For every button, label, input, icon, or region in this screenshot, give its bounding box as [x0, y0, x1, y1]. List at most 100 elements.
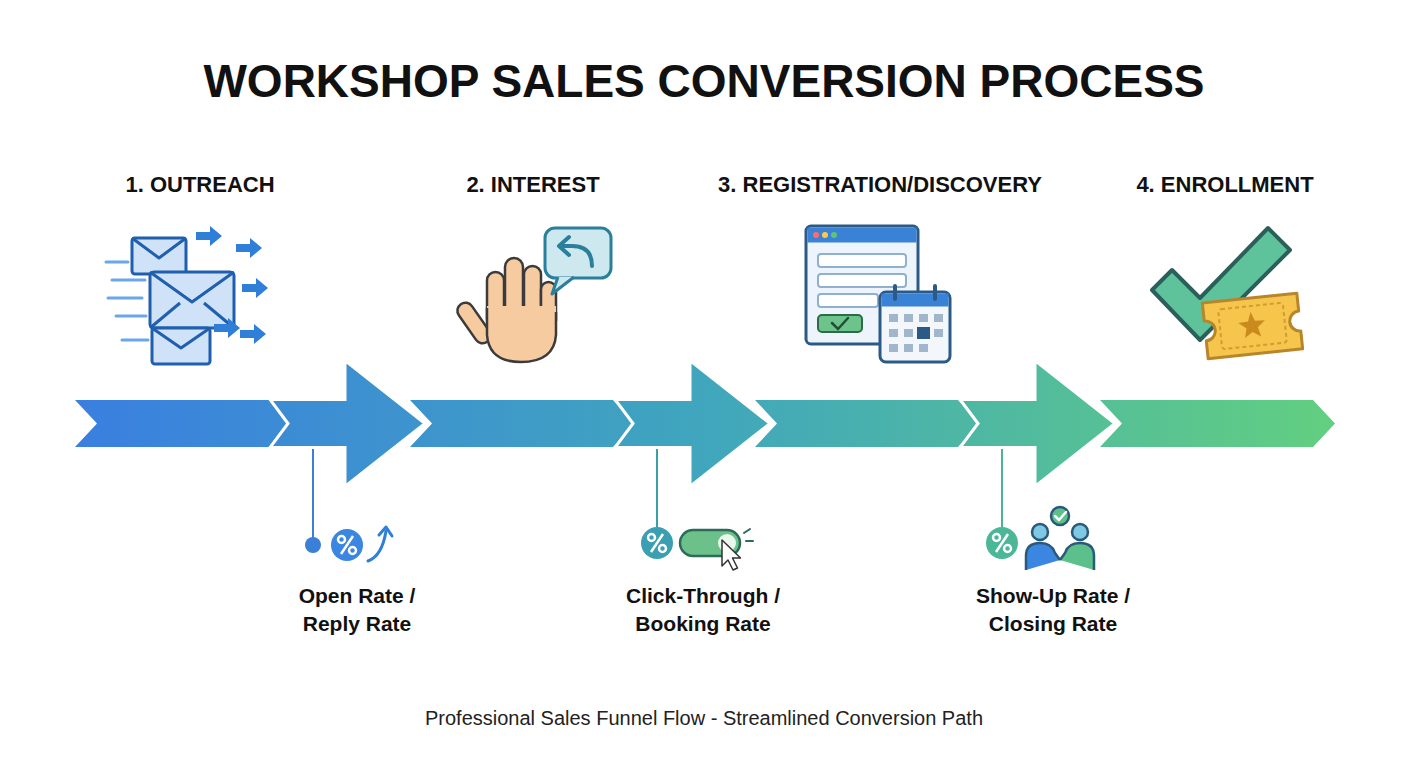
calendar-icon	[933, 286, 937, 299]
form-window	[818, 294, 878, 307]
calendar-icon	[904, 314, 913, 322]
metric-label: Open Rate / Reply Rate	[282, 582, 432, 638]
envelope-icon	[150, 272, 234, 328]
metric-icon	[368, 531, 386, 561]
percent-symbol	[993, 534, 1011, 552]
percent-symbol	[338, 536, 356, 554]
percent-symbol	[996, 534, 1008, 552]
calendar-icon	[904, 344, 913, 352]
handshake-icon	[1026, 543, 1060, 570]
form-window	[813, 232, 819, 238]
handshake-icon	[1032, 524, 1048, 540]
send-arrow	[196, 226, 268, 344]
form-window	[818, 274, 906, 287]
calendar-icon	[889, 314, 898, 322]
calendar-icon	[889, 329, 898, 337]
handshake-icon	[1026, 507, 1094, 570]
calendar-icon	[934, 329, 943, 337]
metric-icon	[305, 507, 1094, 570]
hand-icon	[454, 258, 556, 362]
handshake-icon	[1072, 524, 1088, 540]
envelope-icon	[132, 238, 186, 258]
handshake-icon	[1060, 543, 1094, 570]
flow-arrow	[615, 361, 770, 487]
percent-symbol	[648, 534, 655, 541]
stage-heading: 3. REGISTRATION/DISCOVERY	[718, 172, 1042, 198]
speed-lines	[122, 339, 148, 342]
click-rays	[746, 540, 753, 542]
metric-icon	[331, 529, 363, 561]
percent-symbol	[993, 534, 1000, 541]
enrollment-icon	[1152, 228, 1303, 359]
speed-lines	[106, 261, 128, 264]
calendar-icon	[934, 314, 943, 322]
envelope-icon	[152, 328, 210, 348]
calendar-icon	[880, 292, 950, 362]
form-window	[818, 254, 906, 267]
metric-label: Click-Through / Booking Rate	[608, 582, 799, 638]
stage-heading: 2. INTEREST	[466, 172, 599, 198]
calendar-icon	[904, 329, 913, 337]
leader-line	[312, 447, 314, 540]
leader-line	[313, 447, 1002, 540]
handshake-icon	[1055, 512, 1066, 520]
send-arrow	[214, 318, 240, 338]
flow-arrow	[960, 361, 1115, 487]
registration-icon	[806, 226, 950, 362]
diagram-caption: Professional Sales Funnel Flow - Streaml…	[0, 706, 1408, 730]
speed-lines	[116, 315, 146, 318]
envelope-icon	[150, 272, 234, 302]
percent-symbol	[1004, 545, 1011, 552]
cursor-icon	[722, 540, 741, 570]
percent-symbol	[341, 536, 353, 554]
reply-bubble	[545, 228, 611, 294]
envelope-icon	[132, 238, 234, 364]
percent-symbol	[659, 545, 666, 552]
send-arrow	[196, 226, 222, 246]
reply-bubble	[562, 246, 592, 266]
stage-node: 4. ENROLLMENT	[1115, 165, 1335, 470]
metric-icon	[305, 537, 321, 553]
speed-lines	[108, 297, 142, 300]
send-arrow	[236, 238, 262, 258]
ticket-icon	[1202, 293, 1302, 359]
ticket-icon	[1218, 303, 1287, 350]
arrow-band	[755, 400, 980, 447]
leader-line	[656, 447, 658, 527]
stage-node: 2. INTEREST	[425, 165, 615, 470]
send-arrow	[242, 278, 268, 298]
leader-line	[1001, 447, 1003, 527]
calendar-icon	[919, 344, 928, 352]
stage-node: 1. OUTREACH	[130, 165, 270, 470]
reply-bubble	[545, 228, 611, 278]
percent-symbol	[648, 534, 666, 552]
envelope-icon	[152, 328, 210, 364]
flow-arrow	[270, 361, 425, 487]
calendar-icon	[917, 327, 930, 339]
percent-symbol	[349, 547, 356, 554]
percent-symbol	[651, 534, 663, 552]
percent-symbol	[338, 536, 345, 543]
arrow-band	[410, 400, 635, 447]
calendar-icon	[889, 344, 898, 352]
ticket-icon	[1202, 293, 1302, 359]
arrow-band	[75, 400, 295, 447]
handshake-icon	[1051, 507, 1069, 525]
metric-icon	[986, 527, 1018, 559]
envelope-icon	[132, 238, 186, 274]
ticket-icon	[1237, 311, 1266, 339]
calendar-icon	[882, 294, 949, 307]
arrow-band	[75, 400, 1335, 447]
form-window	[818, 315, 862, 332]
metric-label: Show-Up Rate / Closing Rate	[960, 582, 1147, 638]
interest-icon	[454, 228, 611, 362]
stage-node: 3. REGISTRATION/DISCOVERY	[770, 165, 960, 470]
send-arrow	[240, 324, 266, 344]
form-window	[832, 318, 848, 329]
form-window	[831, 232, 837, 238]
calendar-icon	[919, 314, 928, 322]
click-rays	[744, 529, 753, 541]
speed-lines	[112, 279, 145, 282]
